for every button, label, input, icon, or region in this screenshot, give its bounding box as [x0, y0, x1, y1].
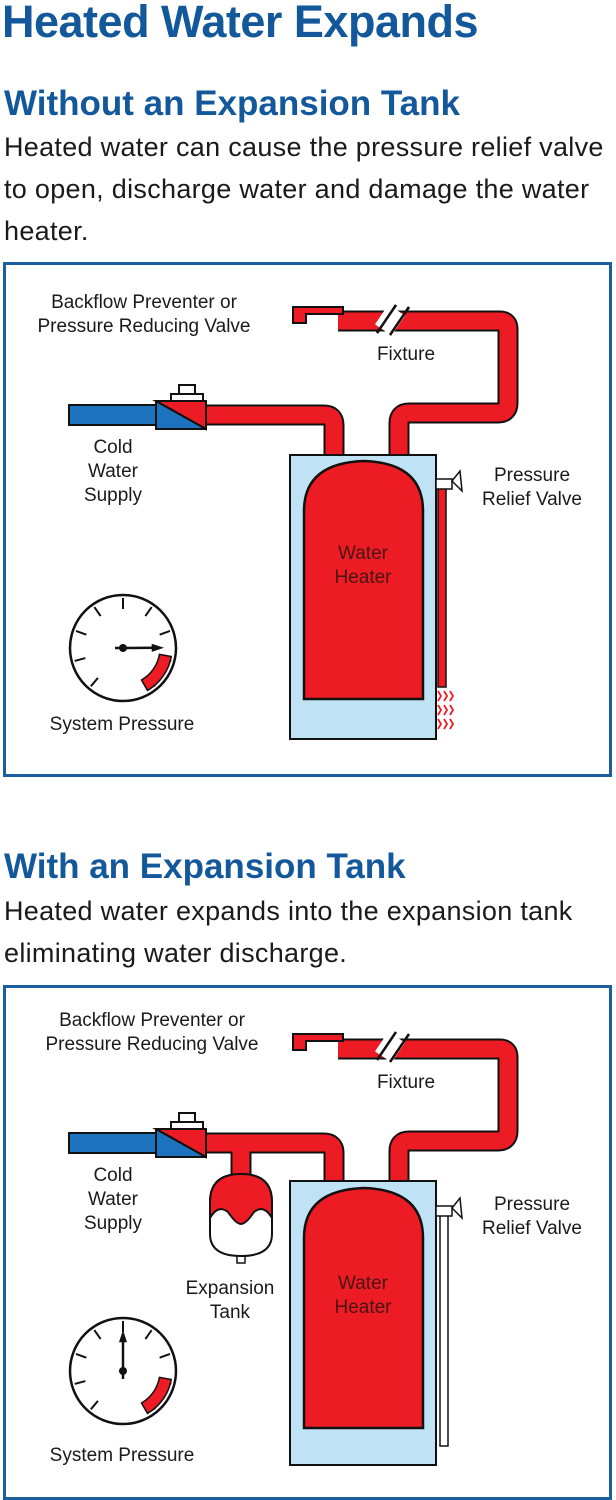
gauge-red-zone	[140, 653, 173, 692]
hot-water-outlet-pipe	[338, 310, 519, 457]
gauge-tick	[90, 1400, 99, 1410]
diagram-with-expansion-tank: Backflow Preventer or Pressure Reducing …	[3, 985, 612, 1500]
gauge-tick	[159, 629, 171, 636]
gauge-tick	[144, 606, 153, 617]
cold-water-pipe	[68, 404, 158, 426]
plumbing-diagram-without-tank	[68, 304, 519, 740]
water-heater-label: Water Heater	[334, 543, 392, 588]
expansion-tank-water	[209, 1172, 273, 1226]
pressure-relief-valve-label: Pressure Relief Valve	[482, 465, 582, 510]
system-pressure-label: System Pressure	[49, 1445, 195, 1466]
expansion-tank-label: Expansion Tank	[185, 1278, 275, 1323]
cold-water-pipe	[68, 1132, 158, 1154]
gauge-tick	[74, 657, 86, 662]
pressure-relief-valve-label: Pressure Relief Valve	[482, 1194, 582, 1239]
gauge-tick	[159, 1352, 171, 1359]
relief-valve-discharge	[437, 690, 455, 730]
cold-water-supply-label: Cold Water Supply	[83, 1165, 143, 1234]
cold-water-supply-label: Cold Water Supply	[83, 437, 143, 506]
system-pressure-label: System Pressure	[49, 714, 195, 735]
gauge-tick	[90, 677, 99, 687]
water-heater-tank	[302, 459, 425, 701]
pressure-relief-valve	[435, 469, 463, 688]
water-heater-label: Water Heater	[334, 1273, 392, 1318]
fixture-faucet	[292, 1033, 344, 1051]
backflow-valve	[152, 384, 207, 431]
diagram-without-expansion-tank: Backflow Preventer or Pressure Reducing …	[3, 262, 612, 777]
gauge-tick	[93, 606, 102, 617]
pressure-relief-valve	[435, 1196, 463, 1447]
section-heading-without-tank: Without an Expansion Tank	[4, 84, 460, 123]
gauge-tick	[93, 1329, 102, 1340]
fixture-faucet	[292, 306, 344, 324]
section-heading-with-tank: With an Expansion Tank	[4, 847, 406, 886]
hot-water-outlet-pipe	[338, 1038, 519, 1188]
water-heater-tank	[302, 1186, 425, 1430]
expansion-tank	[209, 1172, 273, 1264]
plumbing-diagram-with-tank	[68, 1031, 519, 1466]
fixture-break-mark	[375, 1031, 411, 1063]
system-pressure-gauge	[68, 1316, 178, 1426]
gauge-red-zone	[140, 1376, 173, 1415]
backflow-valve	[152, 1112, 207, 1159]
gauge-tick	[74, 1380, 86, 1385]
backflow-valve-label: Backflow Preventer or Pressure Reducing …	[37, 292, 251, 337]
section-description-without-tank: Heated water can cause the pressure reli…	[4, 132, 604, 246]
section-description-with-tank: Heated water expands into the expansion …	[4, 896, 573, 968]
fixture-label: Fixture	[376, 1072, 436, 1093]
gauge-tick	[75, 629, 87, 636]
fixture-label: Fixture	[376, 344, 436, 365]
system-pressure-gauge	[68, 593, 178, 703]
gauge-tick	[144, 1329, 153, 1340]
backflow-valve-label: Backflow Preventer or Pressure Reducing …	[45, 1010, 259, 1055]
gauge-tick	[75, 1352, 87, 1359]
page-title: Heated Water Expands	[2, 0, 478, 47]
